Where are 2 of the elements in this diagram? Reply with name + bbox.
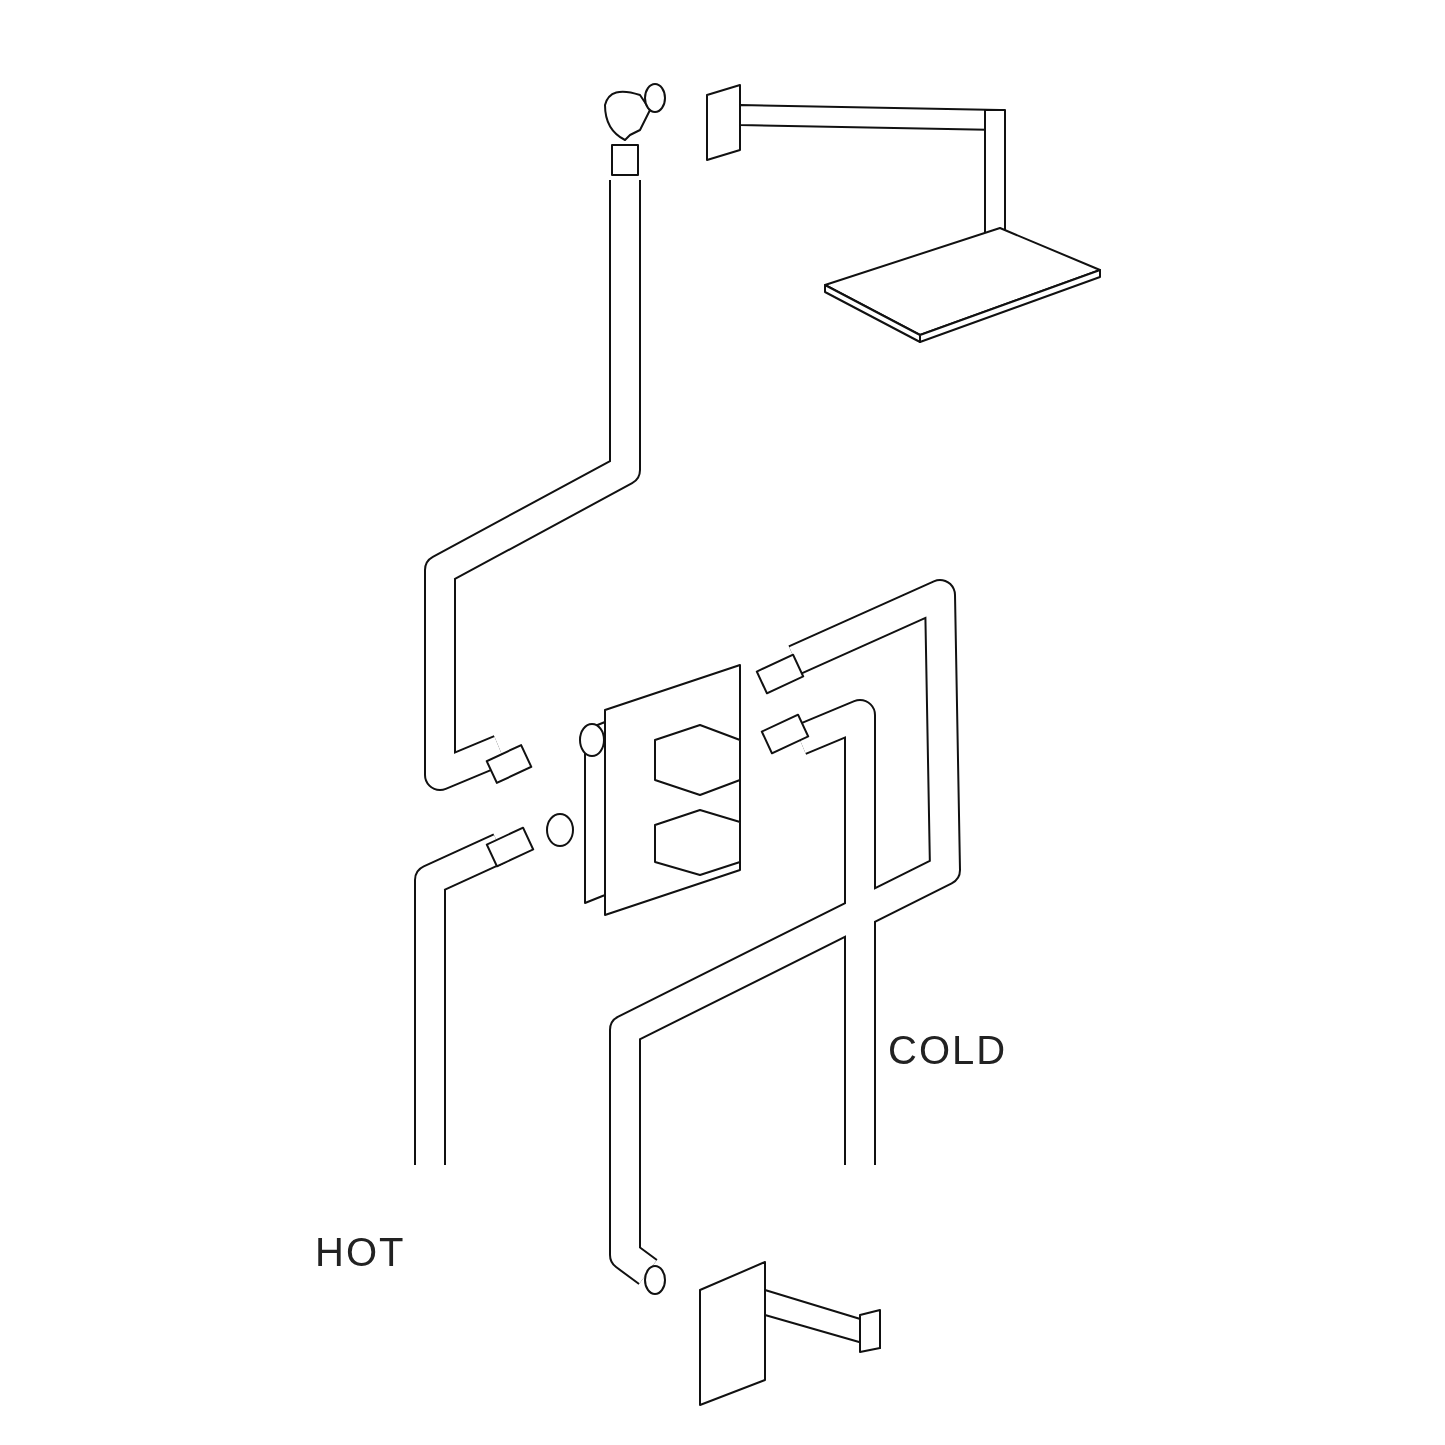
pipe-label: HOT: [315, 1232, 406, 1272]
pipe-label: COLD: [888, 1030, 1008, 1070]
